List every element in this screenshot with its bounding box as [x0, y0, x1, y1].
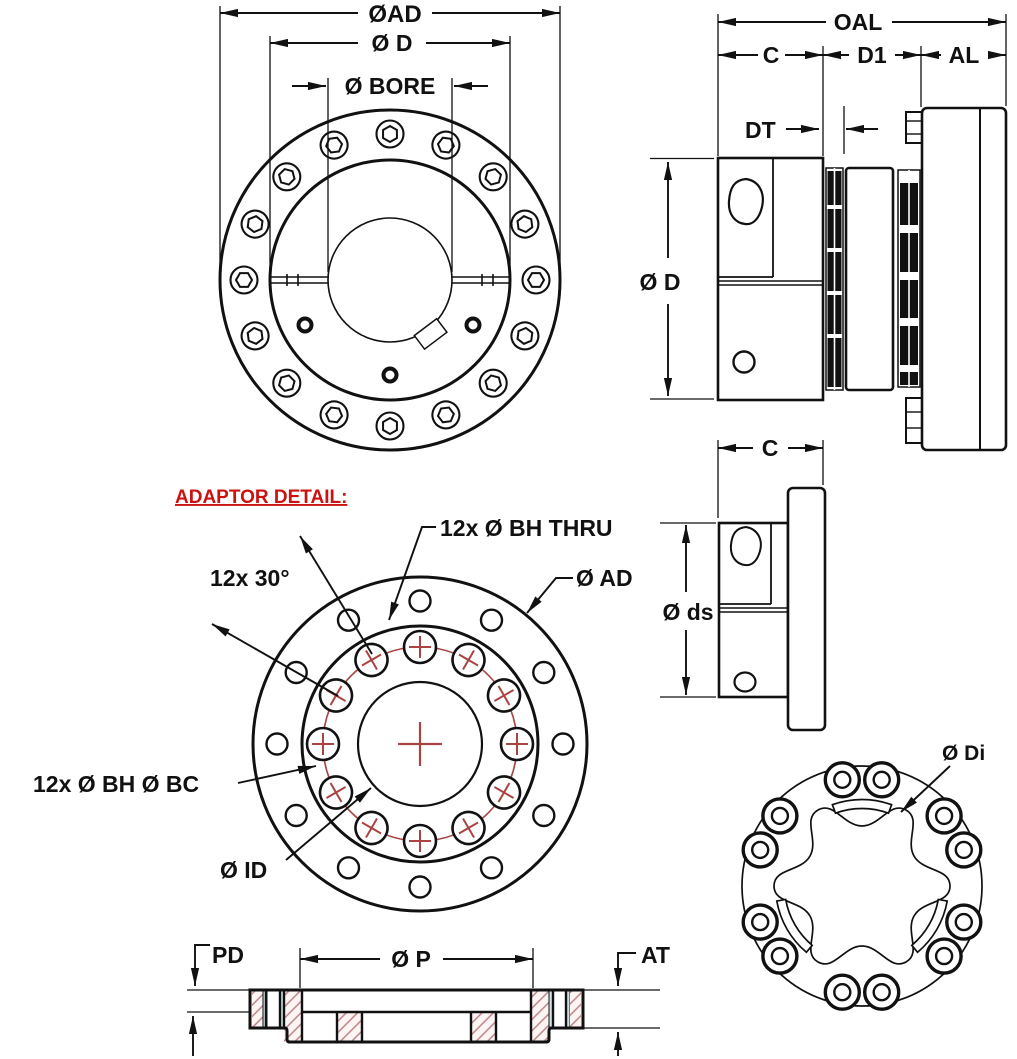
label-bh-thru: 12x Ø BH THRU	[440, 515, 613, 541]
keyway-pocket	[729, 525, 762, 567]
dim-label-d: Ø D	[372, 30, 413, 56]
dim-label-bore: Ø BORE	[345, 73, 436, 99]
section-lines	[264, 990, 568, 1042]
side-view: OAL C D1 AL DT Ø D	[640, 9, 1008, 452]
front-dims	[220, 8, 560, 91]
dim-label-side-d: Ø D	[640, 269, 681, 295]
outer-holes	[265, 589, 575, 899]
clamp-split	[270, 274, 510, 286]
angle-construction	[211, 535, 373, 697]
front-view: ØAD Ø D Ø BORE	[218, 1, 562, 452]
side-dims	[663, 17, 1006, 396]
section-dims	[188, 944, 636, 1056]
element-pack-2	[897, 169, 921, 388]
dim-label-pd: PD	[212, 942, 244, 968]
hub-flange	[786, 486, 827, 732]
dim-label-at: AT	[641, 942, 670, 968]
section-view: PD Ø P AT	[187, 942, 670, 1056]
dim-label-ds: Ø ds	[662, 599, 713, 625]
adaptor-detail-title: ADAPTOR DETAIL:	[175, 487, 347, 508]
adaptor-plate	[920, 106, 1008, 452]
dim-label-hub-c: C	[762, 435, 779, 461]
label-angle: 12x 30°	[210, 565, 290, 591]
center-mark	[398, 722, 442, 766]
hub-dims	[681, 443, 823, 695]
dim-label-di: Ø Di	[942, 742, 985, 765]
dim-label-ad: ØAD	[368, 1, 421, 28]
hub-side-view: C Ø ds	[660, 435, 827, 732]
dim-label-dt: DT	[745, 117, 776, 143]
front-extension-lines	[219, 6, 561, 272]
detail-leaders	[237, 526, 573, 861]
dim-label-oal: OAL	[834, 9, 883, 35]
dim-label-c: C	[763, 42, 780, 68]
jack-holes	[296, 316, 482, 384]
element-pack-1	[825, 167, 844, 391]
element-view: Ø Di	[741, 742, 985, 1011]
label-ad: Ø AD	[576, 565, 633, 591]
center-disc	[844, 166, 895, 392]
adaptor-detail-view: ADAPTOR DETAIL: 12x Ø BH THRU Ø AD 12x 3…	[33, 487, 633, 913]
dim-label-p: Ø P	[391, 946, 431, 972]
label-id: Ø ID	[220, 857, 267, 883]
section-extension-lines	[187, 948, 660, 1029]
di-leader	[900, 765, 951, 813]
keyway	[413, 317, 448, 351]
keyway-pocket	[727, 177, 764, 226]
dim-label-al: AL	[949, 42, 980, 68]
dim-label-d1: D1	[857, 42, 887, 68]
label-bh-bc: 12x Ø BH Ø BC	[33, 771, 199, 797]
